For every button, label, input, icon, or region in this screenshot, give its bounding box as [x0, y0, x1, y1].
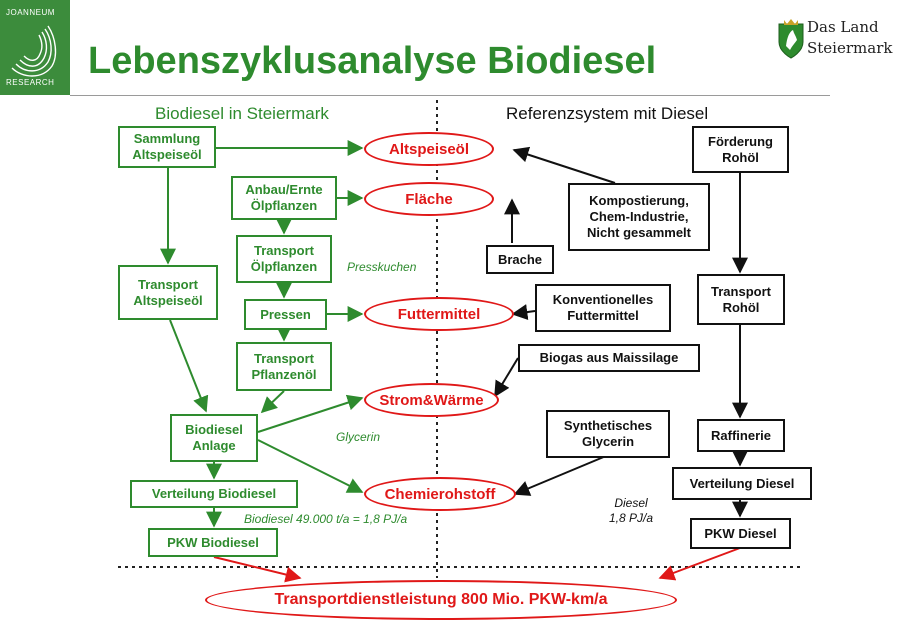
logo-swirl-icon [11, 25, 57, 77]
ellipse-futtermittel: Futtermittel [364, 297, 514, 331]
box-transport-olpflanzen: Transport Ölpflanzen [236, 235, 332, 283]
note-biodiesel-amount: Biodiesel 49.000 t/a = 1,8 PJ/a [244, 512, 408, 526]
ellipse-strom-warme: Strom&Wärme [364, 383, 499, 417]
section-title-biodiesel: Biodiesel in Steiermark [155, 104, 329, 123]
box-brache: Brache [486, 245, 554, 274]
box-transport-rohol: Transport Rohöl [697, 274, 785, 325]
logo-text-joanneum: JOANNEUM [6, 8, 55, 17]
box-anbau-olpflanzen: Anbau/Ernte Ölpflanzen [231, 176, 337, 220]
box-verteilung-biodiesel: Verteilung Biodiesel [130, 480, 298, 508]
box-pressen: Pressen [244, 299, 327, 330]
joanneum-research-logo: JOANNEUM RESEARCH [0, 0, 70, 95]
box-raffinerie: Raffinerie [697, 419, 785, 452]
box-synthetisches-glycerin: Synthetisches Glycerin [546, 410, 670, 458]
steiermark-logo-text: Das Land Steiermark [807, 18, 893, 57]
ellipse-chemierohstoff: Chemierohstoff [364, 477, 516, 511]
logo-text-research: RESEARCH [6, 78, 55, 87]
ellipse-flache: Fläche [364, 182, 494, 216]
box-konventionelles-futtermittel: Konventionelles Futtermittel [535, 284, 671, 332]
box-sammlung-altspeiseol: Sammlung Altspeiseöl [118, 126, 216, 168]
steiermark-logo [776, 14, 888, 62]
box-verteilung-diesel: Verteilung Diesel [672, 467, 812, 500]
box-biodiesel-anlage: Biodiesel Anlage [170, 414, 258, 462]
ellipse-transportdienstleistung: Transportdienstleistung 800 Mio. PKW-km/… [205, 580, 677, 620]
ellipse-altspeiseol: Altspeiseöl [364, 132, 494, 166]
title-divider [70, 95, 830, 96]
note-diesel-amount: Diesel 1,8 PJ/a [609, 496, 654, 525]
box-transport-pflanzenol: Transport Pflanzenöl [236, 342, 332, 391]
box-forderung-rohol: Förderung Rohöl [692, 126, 789, 173]
section-title-reference: Referenzsystem mit Diesel [506, 104, 709, 123]
box-transport-altspeiseol: Transport Altspeiseöl [118, 265, 218, 320]
note-presskuchen: Presskuchen [347, 260, 417, 274]
box-pkw-diesel: PKW Diesel [690, 518, 791, 549]
box-pkw-biodiesel: PKW Biodiesel [148, 528, 278, 557]
note-glycerin: Glycerin [336, 430, 381, 444]
page-title: Lebenszyklusanalyse Biodiesel [88, 40, 657, 82]
box-biogas-maissilage: Biogas aus Maissilage [518, 344, 700, 372]
box-kompostierung: Kompostierung, Chem-Industrie, Nicht ges… [568, 183, 710, 251]
steiermark-crest-icon [778, 19, 804, 59]
